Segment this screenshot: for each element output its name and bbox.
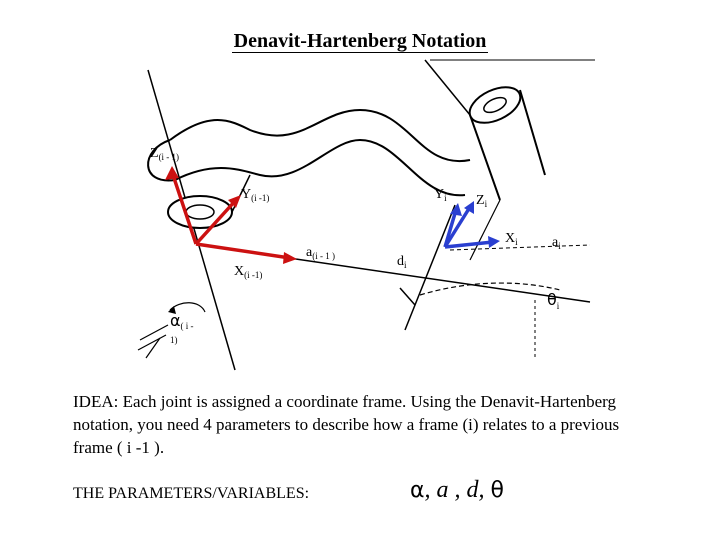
z-prev-arrowhead	[165, 166, 179, 180]
y-i-arrowhead	[450, 203, 462, 216]
symbol-a: a	[436, 477, 449, 503]
right-joint-cylinder	[469, 89, 546, 201]
x-i-axis	[444, 240, 494, 249]
frame-i-axes	[443, 201, 500, 249]
symbol-d: d	[466, 477, 479, 503]
symbol-sep-1: ,	[424, 477, 437, 503]
link-body-upper	[169, 108, 471, 163]
right-joint-axis-top	[424, 59, 471, 116]
x-prev-arrowhead	[283, 252, 297, 264]
right-joint-axis-down2	[469, 199, 501, 261]
joint-axis-left-lower	[139, 324, 169, 341]
symbol-sep-2: ,	[448, 477, 467, 503]
parameters-label: THE PARAMETERS/VARIABLES:	[73, 485, 310, 502]
joint-axis-left-lower3	[145, 337, 161, 359]
y-prev-arrowhead	[228, 195, 241, 208]
link-body-lower	[174, 138, 466, 197]
page-title: Denavit-Hartenberg Notation	[0, 30, 720, 53]
theta-arc	[419, 282, 561, 296]
label-x-prev: X(i -1)	[234, 264, 262, 280]
link-body-left-end	[147, 139, 176, 182]
x-i-arrowhead	[488, 236, 500, 248]
joint-axis-left-lower2	[137, 334, 167, 351]
label-a-prev: a(i - 1 )	[306, 245, 335, 261]
symbol-theta: θ	[490, 478, 504, 503]
label-theta-i: θi	[547, 290, 560, 311]
label-y-prev: Y(i -1)	[241, 187, 269, 203]
label-d-i: di	[397, 254, 407, 270]
label-z-prev: Z(i - 1)	[150, 146, 179, 162]
x-prev-axis	[195, 242, 291, 260]
left-joint-cylinder-hole	[185, 204, 215, 220]
label-a-i: ai	[552, 235, 561, 251]
label-y-i: Yi	[434, 187, 447, 203]
y-prev-axis	[194, 198, 238, 246]
label-x-i: Xi	[505, 231, 518, 247]
symbol-sep-3: ,	[478, 477, 491, 503]
idea-paragraph: IDEA: Each joint is assigned a coordinat…	[73, 392, 620, 457]
label-alpha-prev-sub: 1)	[170, 335, 178, 345]
right-joint-axis-down	[404, 204, 456, 331]
dh-diagram: Z(i - 1) Y(i -1) X(i -1) a(i - 1 ) Yi Zi…	[137, 59, 595, 371]
title-text: Denavit-Hartenberg Notation	[231, 30, 489, 53]
alpha-arrow	[168, 306, 176, 314]
z-prev-axis	[170, 171, 198, 245]
label-z-i: Zi	[476, 193, 488, 209]
symbol-alpha: α	[410, 478, 425, 503]
label-alpha-prev: α( i -	[170, 311, 194, 331]
z-i-arrowhead	[464, 201, 474, 214]
di-marker	[399, 287, 416, 306]
right-joint-cylinder-hole	[483, 96, 507, 114]
frame-prev-axes	[165, 166, 297, 264]
xi-extension	[449, 244, 591, 251]
z-i-axis	[443, 206, 472, 248]
parameter-symbols: α, a , d, θ	[410, 477, 504, 504]
